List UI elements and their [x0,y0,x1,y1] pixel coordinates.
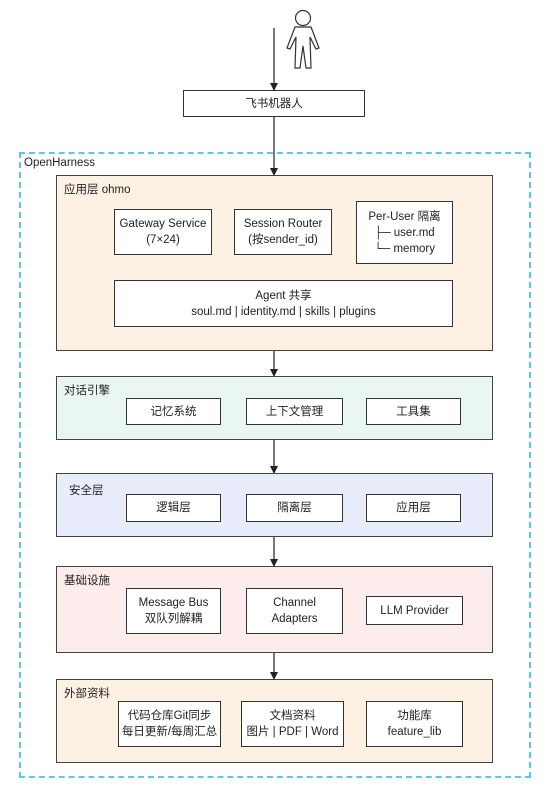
gateway-sublabel: (7×24) [146,234,180,246]
channel-label: Channel [273,597,316,609]
logic-layer-node: 逻辑层 [126,494,221,522]
openharness-title: OpenHarness [24,157,95,169]
memory-system-label: 记忆系统 [150,405,197,418]
external-layer-title: 外部资料 [64,688,110,700]
feishu-bot-label: 飞书机器人 [245,97,303,110]
adapters-label: Adapters [271,613,318,625]
agent-label: Agent 共享 [255,289,312,302]
feature-lib-sublabel: feature_lib [387,726,442,738]
session-router-node: Session Router (按sender_id) [234,209,332,255]
agent-sublabel: soul.md | identity.md | skills | plugins [191,305,376,318]
agent-shared-node: Agent 共享 soul.md | identity.md | skills … [114,280,453,327]
router-label: Session Router [243,218,323,230]
isolation-layer-node: 隔离层 [246,494,343,522]
documents-node: 文档资料 图片 | PDF | Word [241,701,344,747]
documents-sublabel: 图片 | PDF | Word [246,726,339,738]
llm-provider-label: LLM Provider [380,604,449,617]
context-management-label: 上下文管理 [265,405,324,418]
message-bus-label: Message Bus [138,597,209,609]
documents-label: 文档资料 [269,710,316,722]
application-layer-label: 应用层 [396,502,431,514]
feature-lib-node: 功能库 feature_lib [366,701,463,747]
openharness-boundary [19,152,531,778]
code-repo-sublabel: 每日更新/每周汇总 [121,726,218,738]
feishu-bot-node: 飞书机器人 [183,90,365,117]
gateway-service-node: Gateway Service (7×24) [114,209,212,255]
memory-system-node: 记忆系统 [126,398,221,425]
isolation-layer-label: 隔离层 [277,502,312,514]
peruser-label: Per-User 隔离 [368,210,441,223]
app-layer-title: 应用层 ohmo [64,184,131,196]
application-layer-node: 应用层 [366,494,461,522]
feature-lib-label: 功能库 [397,710,432,722]
peruser-user-md: ├─ user.md [374,226,435,239]
code-repo-label: 代码仓库Git同步 [127,710,212,722]
logic-layer-label: 逻辑层 [156,502,191,514]
dialog-layer-title: 对话引擎 [64,385,110,397]
router-sublabel: (按sender_id) [248,234,318,246]
llm-provider-node: LLM Provider [366,596,463,625]
security-layer-title: 安全层 [69,485,104,497]
toolset-node: 工具集 [366,398,461,425]
toolset-label: 工具集 [396,405,431,418]
user-icon [286,9,320,69]
gateway-label: Gateway Service [119,218,207,230]
channel-adapters-node: Channel Adapters [246,588,343,634]
message-bus-node: Message Bus 双队列解耦 [126,588,221,634]
message-bus-sublabel: 双队列解耦 [144,613,203,625]
infrastructure-layer-title: 基础设施 [64,575,110,587]
code-repo-node: 代码仓库Git同步 每日更新/每周汇总 [118,701,221,747]
per-user-isolation-node: Per-User 隔离 ├─ user.md └─ memory [356,201,453,264]
peruser-memory: └─ memory [373,242,436,255]
context-management-node: 上下文管理 [246,398,343,425]
